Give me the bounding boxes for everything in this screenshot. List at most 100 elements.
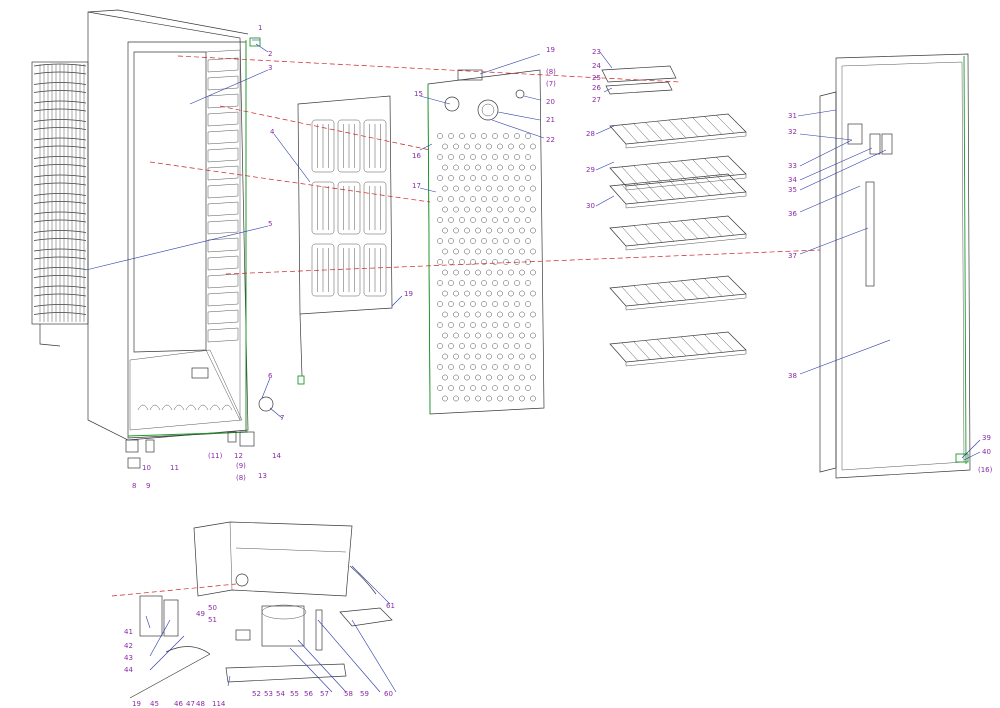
shelf-wire (716, 175, 735, 194)
vent-hole (503, 280, 509, 286)
shelf-wire (657, 223, 675, 242)
shelf-wire (716, 115, 735, 134)
vent-hole (459, 343, 465, 349)
vent-hole (481, 196, 487, 202)
vent-hole (492, 175, 498, 181)
label-11: 11 (170, 464, 179, 472)
vent-hole (437, 280, 443, 286)
wire-shelf (609, 215, 747, 251)
vent-hole (475, 143, 481, 150)
floor-rib (209, 404, 221, 411)
wire-shelf (609, 331, 747, 367)
vent-hole (442, 374, 448, 381)
vent-hole (437, 322, 443, 328)
vent-hole (508, 374, 514, 381)
vent-hole (475, 332, 481, 339)
vent-hole (525, 343, 531, 349)
vent-hole (442, 206, 448, 213)
vent-hole (464, 311, 470, 318)
vent-hole (481, 322, 487, 328)
vent-hole (497, 332, 503, 339)
vent-hole (448, 196, 454, 202)
vent-hole (525, 301, 531, 307)
label-53: 53 (264, 690, 273, 698)
vent-hole (503, 154, 509, 160)
vent-hole (475, 269, 481, 276)
shelf-wire (704, 278, 723, 297)
label-17: 17 (412, 182, 421, 190)
evaporator-cell (363, 119, 387, 173)
vent-hole (492, 301, 498, 307)
vent-hole (470, 217, 476, 223)
vent-hole (519, 269, 525, 276)
vent-hole (508, 332, 514, 339)
vent-hole (481, 301, 487, 307)
evaporator-cell (311, 119, 335, 173)
vent-hole (497, 290, 503, 297)
shelf-wire (668, 221, 687, 241)
label-3: 3 (268, 64, 272, 72)
vent-hole (497, 248, 503, 255)
rack-rib (207, 273, 239, 289)
vent-hole (464, 143, 470, 150)
vent-hole (514, 154, 520, 160)
vent-hole (525, 280, 531, 286)
vent-hole (459, 280, 465, 286)
vent-hole (492, 196, 498, 202)
label-54: 54 (276, 690, 285, 698)
vent-hole (492, 259, 498, 265)
vent-hole (453, 143, 459, 150)
shelf-wire (668, 179, 687, 199)
rack-rib (207, 75, 239, 91)
label-4: 4 (270, 128, 275, 136)
vent-hole (481, 385, 487, 391)
label-30: 30 (586, 202, 595, 210)
vent-hole (475, 353, 481, 360)
label-24: 24 (592, 62, 601, 70)
vent-hole (448, 343, 454, 349)
vent-hole (464, 374, 470, 381)
vent-hole (514, 133, 520, 139)
vent-hole (519, 164, 525, 171)
vent-hole (514, 217, 520, 223)
shelf-wire (680, 178, 699, 197)
label-48: 48 (196, 700, 205, 708)
vent-hole (519, 185, 525, 192)
shelf-wire (657, 163, 675, 182)
door (819, 53, 971, 479)
vent-hole (464, 248, 470, 255)
vent-hole (497, 227, 503, 234)
label-21: 21 (546, 116, 555, 124)
shelf-wire (645, 164, 663, 183)
vent-hole (497, 143, 503, 150)
vent-hole (486, 185, 492, 192)
rack-rib (207, 327, 239, 343)
vent-hole (519, 374, 525, 381)
vent-hole (453, 353, 459, 360)
vent-hole (464, 185, 470, 192)
shelf-wire (704, 176, 723, 195)
vent-hole (503, 217, 509, 223)
vent-hole (486, 269, 492, 276)
vent-hole (503, 175, 509, 181)
floor-rib (197, 404, 209, 411)
vent-hole (475, 206, 481, 213)
vent-hole (448, 175, 454, 181)
shelf-wire (645, 284, 663, 303)
vent-hole (503, 385, 509, 391)
rack-rib (207, 183, 239, 199)
shelf-wire (633, 165, 651, 184)
vent-hole (442, 227, 448, 234)
vent-hole (453, 164, 459, 171)
vent-hole (497, 311, 503, 318)
vent-hole (530, 374, 536, 381)
rack-rib (207, 93, 239, 109)
wire-shelf (609, 173, 747, 209)
rack-rib (207, 147, 239, 163)
vent-hole (448, 217, 454, 223)
vent-hole (508, 290, 514, 297)
label-52: 52 (252, 690, 261, 698)
label-23: 23 (592, 48, 601, 56)
vent-hole (486, 164, 492, 171)
vent-hole (525, 238, 531, 244)
